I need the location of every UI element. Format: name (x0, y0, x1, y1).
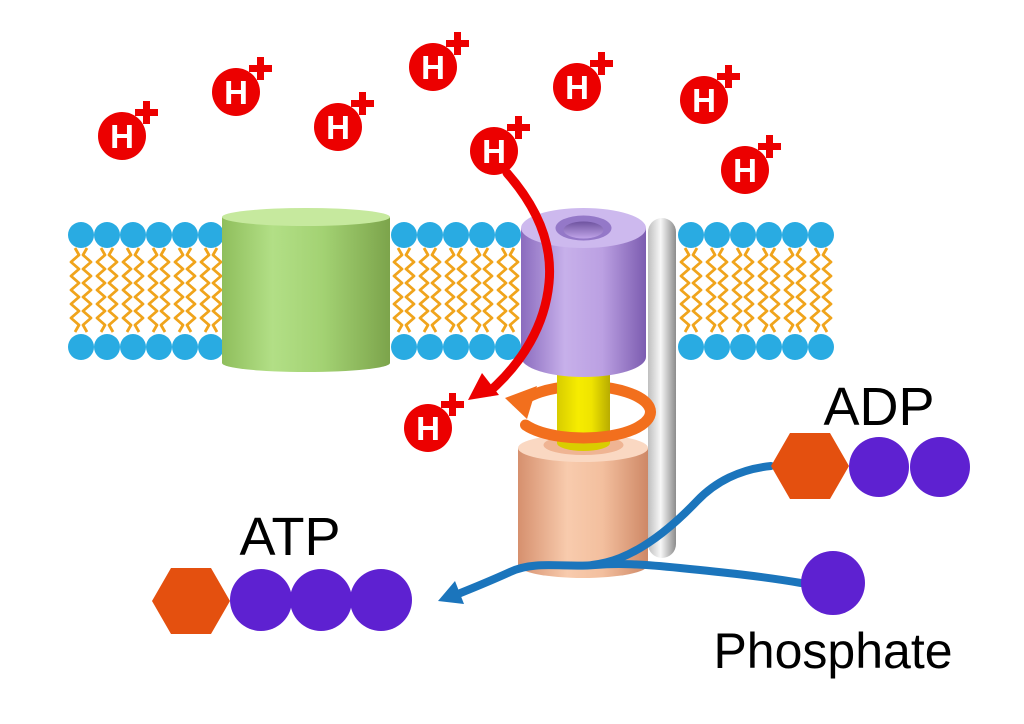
proton-circle: H (212, 68, 260, 116)
adenosine-hexagon (152, 568, 230, 634)
proton-ion: H (314, 92, 374, 151)
phosphate-circle (849, 437, 909, 497)
proton-circle: H (404, 404, 452, 452)
lipid-bilayer-middle (389, 220, 523, 362)
proton-ion: H (553, 52, 613, 111)
proton-symbol: H (692, 81, 716, 119)
plus-icon (590, 52, 613, 75)
proton-circle: H (721, 146, 769, 194)
proton-symbol: H (110, 117, 134, 155)
plus-icon (758, 135, 781, 158)
plus-icon (717, 65, 740, 88)
proton-ion: H (721, 135, 781, 194)
atp-molecule (152, 568, 412, 634)
proton-circle: H (470, 127, 518, 175)
plus-icon (135, 101, 158, 124)
f0-rotor-cylinder (521, 208, 646, 377)
channel-protein-cylinder (222, 208, 390, 372)
proton-symbol: H (224, 73, 248, 111)
lipid-bilayer-right (676, 220, 836, 362)
adp-molecule (771, 433, 970, 499)
proton-symbol: H (416, 409, 440, 447)
proton-symbol: H (326, 108, 350, 146)
phosphate-label: Phosphate (713, 623, 952, 679)
phosphate-to-atp-arrow (438, 560, 805, 604)
phosphate-circle (350, 569, 412, 631)
rotor-channel-hole (563, 221, 604, 239)
proton-ion: H (680, 65, 740, 124)
plus-icon (249, 57, 272, 80)
proton-ion: H (98, 101, 158, 160)
phosphate-circle (910, 437, 970, 497)
lipid-bilayer-left (66, 220, 226, 362)
proton-circle: H (314, 103, 362, 151)
proton-ion-entering: H (470, 116, 530, 175)
proton-ion: H (409, 32, 469, 91)
proton-symbol: H (482, 132, 506, 170)
free-phosphate-circle (801, 551, 865, 615)
stator-rod (648, 218, 676, 558)
plus-icon (351, 92, 374, 115)
proton-symbol: H (733, 151, 757, 189)
proton-ion: H (212, 57, 272, 116)
atp-label: ATP (239, 507, 340, 567)
proton-ion-exited: H (404, 393, 464, 452)
rotation-arrow-icon (505, 386, 656, 444)
adenosine-hexagon (771, 433, 849, 499)
phosphate-circle (290, 569, 352, 631)
proton-symbol: H (565, 68, 589, 106)
proton-circle: H (98, 112, 146, 160)
proton-circle: H (409, 43, 457, 91)
proton-flow-arrow (468, 168, 555, 400)
proton-symbol: H (421, 48, 445, 86)
proton-circle: H (553, 63, 601, 111)
phosphate-circle (230, 569, 292, 631)
atp-arrowhead (438, 581, 464, 604)
plus-icon (507, 116, 530, 139)
plus-icon (441, 393, 464, 416)
proton-circle: H (680, 76, 728, 124)
adp-label: ADP (823, 377, 934, 437)
plus-icon (446, 32, 469, 55)
